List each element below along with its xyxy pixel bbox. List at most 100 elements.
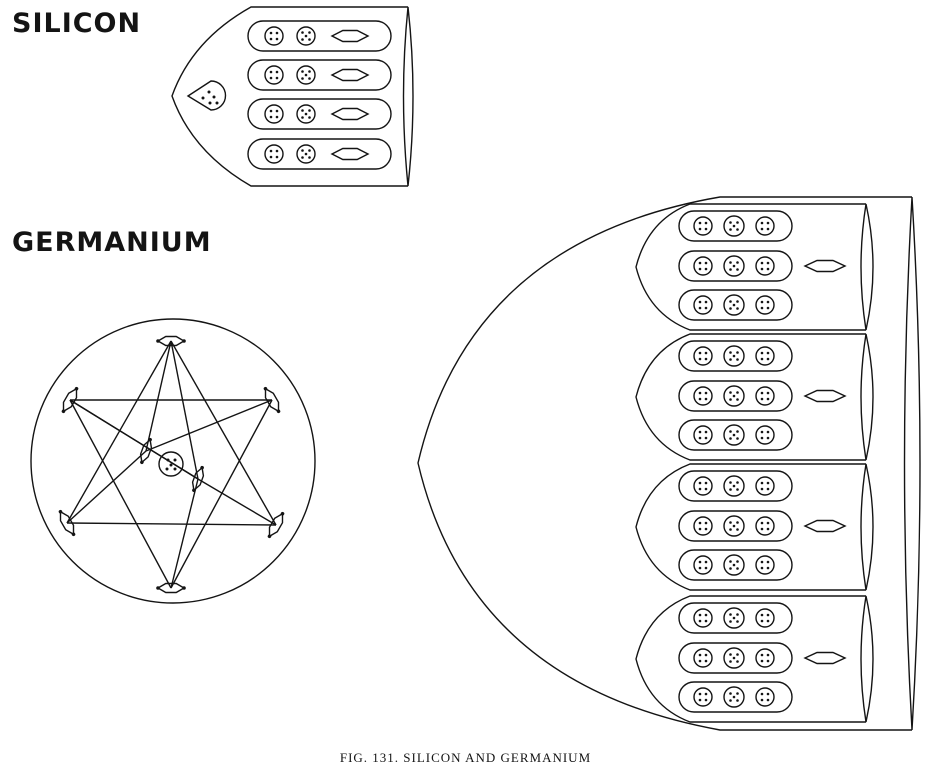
star-bond-line	[145, 340, 172, 452]
electron-ring	[755, 256, 775, 276]
star-bond-line	[145, 399, 273, 452]
germanium-group	[635, 463, 874, 591]
germanium-funnel	[417, 196, 921, 731]
electron-ring	[723, 475, 745, 497]
germanium-group-mouth	[860, 203, 874, 331]
silicon-funnel-mouth	[402, 6, 414, 187]
silicon-hexagon-rod	[330, 29, 370, 43]
electron-ring	[264, 26, 284, 46]
electron-ring	[755, 346, 775, 366]
star-bond-line	[170, 399, 273, 589]
germanium-funnel-mouth	[903, 196, 921, 731]
germanium-row-capsule	[678, 681, 793, 713]
germanium-group	[635, 595, 874, 723]
germanium-group-mouth	[860, 333, 874, 461]
electron-ring	[693, 346, 713, 366]
electron-ring	[723, 647, 745, 669]
silicon-row-capsule	[247, 98, 392, 130]
germanium-title: GERMANIUM	[12, 227, 212, 258]
germanium-row-capsule	[678, 250, 793, 282]
germanium-row	[678, 250, 793, 282]
germanium-row-capsule	[678, 549, 793, 581]
star-hexagon-rod	[58, 509, 76, 537]
germanium-groups	[635, 203, 874, 723]
germanium-group-outline	[635, 463, 866, 591]
germanium-row-capsule	[678, 470, 793, 502]
germanium-row-capsule	[678, 380, 793, 412]
electron-ring	[693, 608, 713, 628]
germanium-group-outline	[635, 595, 866, 723]
silicon-row-capsule	[247, 59, 392, 91]
germanium-row	[678, 681, 793, 713]
electron-ring	[755, 295, 775, 315]
electron-ring	[693, 295, 713, 315]
electron-ring	[723, 515, 745, 537]
electron-ring	[296, 65, 316, 85]
star-bond-line	[69, 399, 199, 480]
star-hexagon-rod	[263, 386, 281, 414]
germanium-row-capsule	[678, 510, 793, 542]
germanium-funnel-outline	[417, 196, 912, 731]
electron-ring	[755, 425, 775, 445]
electron-ring	[723, 385, 745, 407]
germanium-group-outline	[635, 203, 866, 331]
germanium-row	[678, 340, 793, 372]
germanium-hexagon-rod	[803, 519, 847, 533]
silicon-inner-droplet	[186, 80, 227, 111]
star-bond-line	[66, 522, 277, 526]
germanium-row	[678, 289, 793, 321]
electron-ring	[723, 554, 745, 576]
electron-ring	[693, 425, 713, 445]
electron-ring	[296, 104, 316, 124]
electron-ring	[723, 215, 745, 237]
figure-caption: FIG. 131. SILICON AND GERMANIUM	[339, 750, 592, 765]
germanium-outer-circle	[30, 318, 316, 604]
electron-ring	[723, 686, 745, 708]
star-bond-line	[170, 340, 199, 480]
silicon-hexagon-rod	[330, 107, 370, 121]
electron-ring	[755, 648, 775, 668]
electron-ring	[693, 687, 713, 707]
electron-ring	[755, 216, 775, 236]
silicon-hexagon-rod	[330, 147, 370, 161]
electron-ring	[723, 345, 745, 367]
silicon-row	[247, 20, 392, 52]
star-hexagon-rod	[267, 511, 285, 539]
electron-ring	[296, 144, 316, 164]
electron-ring	[693, 555, 713, 575]
star-hexagon-rod	[61, 386, 79, 414]
star-bond-line	[66, 450, 147, 524]
star-bond-line	[69, 399, 172, 589]
germanium-hexagon-rod	[803, 259, 847, 273]
germanium-hexagon-rod	[803, 651, 847, 665]
silicon-funnel	[171, 6, 414, 187]
germanium-group-mouth	[860, 463, 874, 591]
germanium-star	[58, 335, 285, 594]
electron-ring	[693, 386, 713, 406]
electron-ring	[723, 255, 745, 277]
electron-ring	[755, 687, 775, 707]
germanium-row-capsule	[678, 210, 793, 242]
star-hexagon-rod	[156, 582, 186, 594]
electron-ring	[693, 648, 713, 668]
electron-ring	[755, 386, 775, 406]
electron-ring	[264, 104, 284, 124]
electron-ring	[693, 256, 713, 276]
germanium-row	[678, 602, 793, 634]
star-bond-line	[66, 340, 172, 524]
electron-ring	[693, 216, 713, 236]
germanium-group	[635, 333, 874, 461]
electron-ring	[755, 476, 775, 496]
germanium-row-capsule	[678, 419, 793, 451]
electron-ring	[755, 608, 775, 628]
electron-ring	[296, 26, 316, 46]
germanium-row	[678, 380, 793, 412]
germanium-row	[678, 510, 793, 542]
germanium-hexagon-rod	[803, 389, 847, 403]
electron-ring	[755, 555, 775, 575]
star-hexagon-rod	[156, 335, 186, 347]
star-hexagon-rod	[191, 465, 205, 493]
electron-ring	[264, 65, 284, 85]
germanium-center-nucleus	[158, 451, 184, 477]
